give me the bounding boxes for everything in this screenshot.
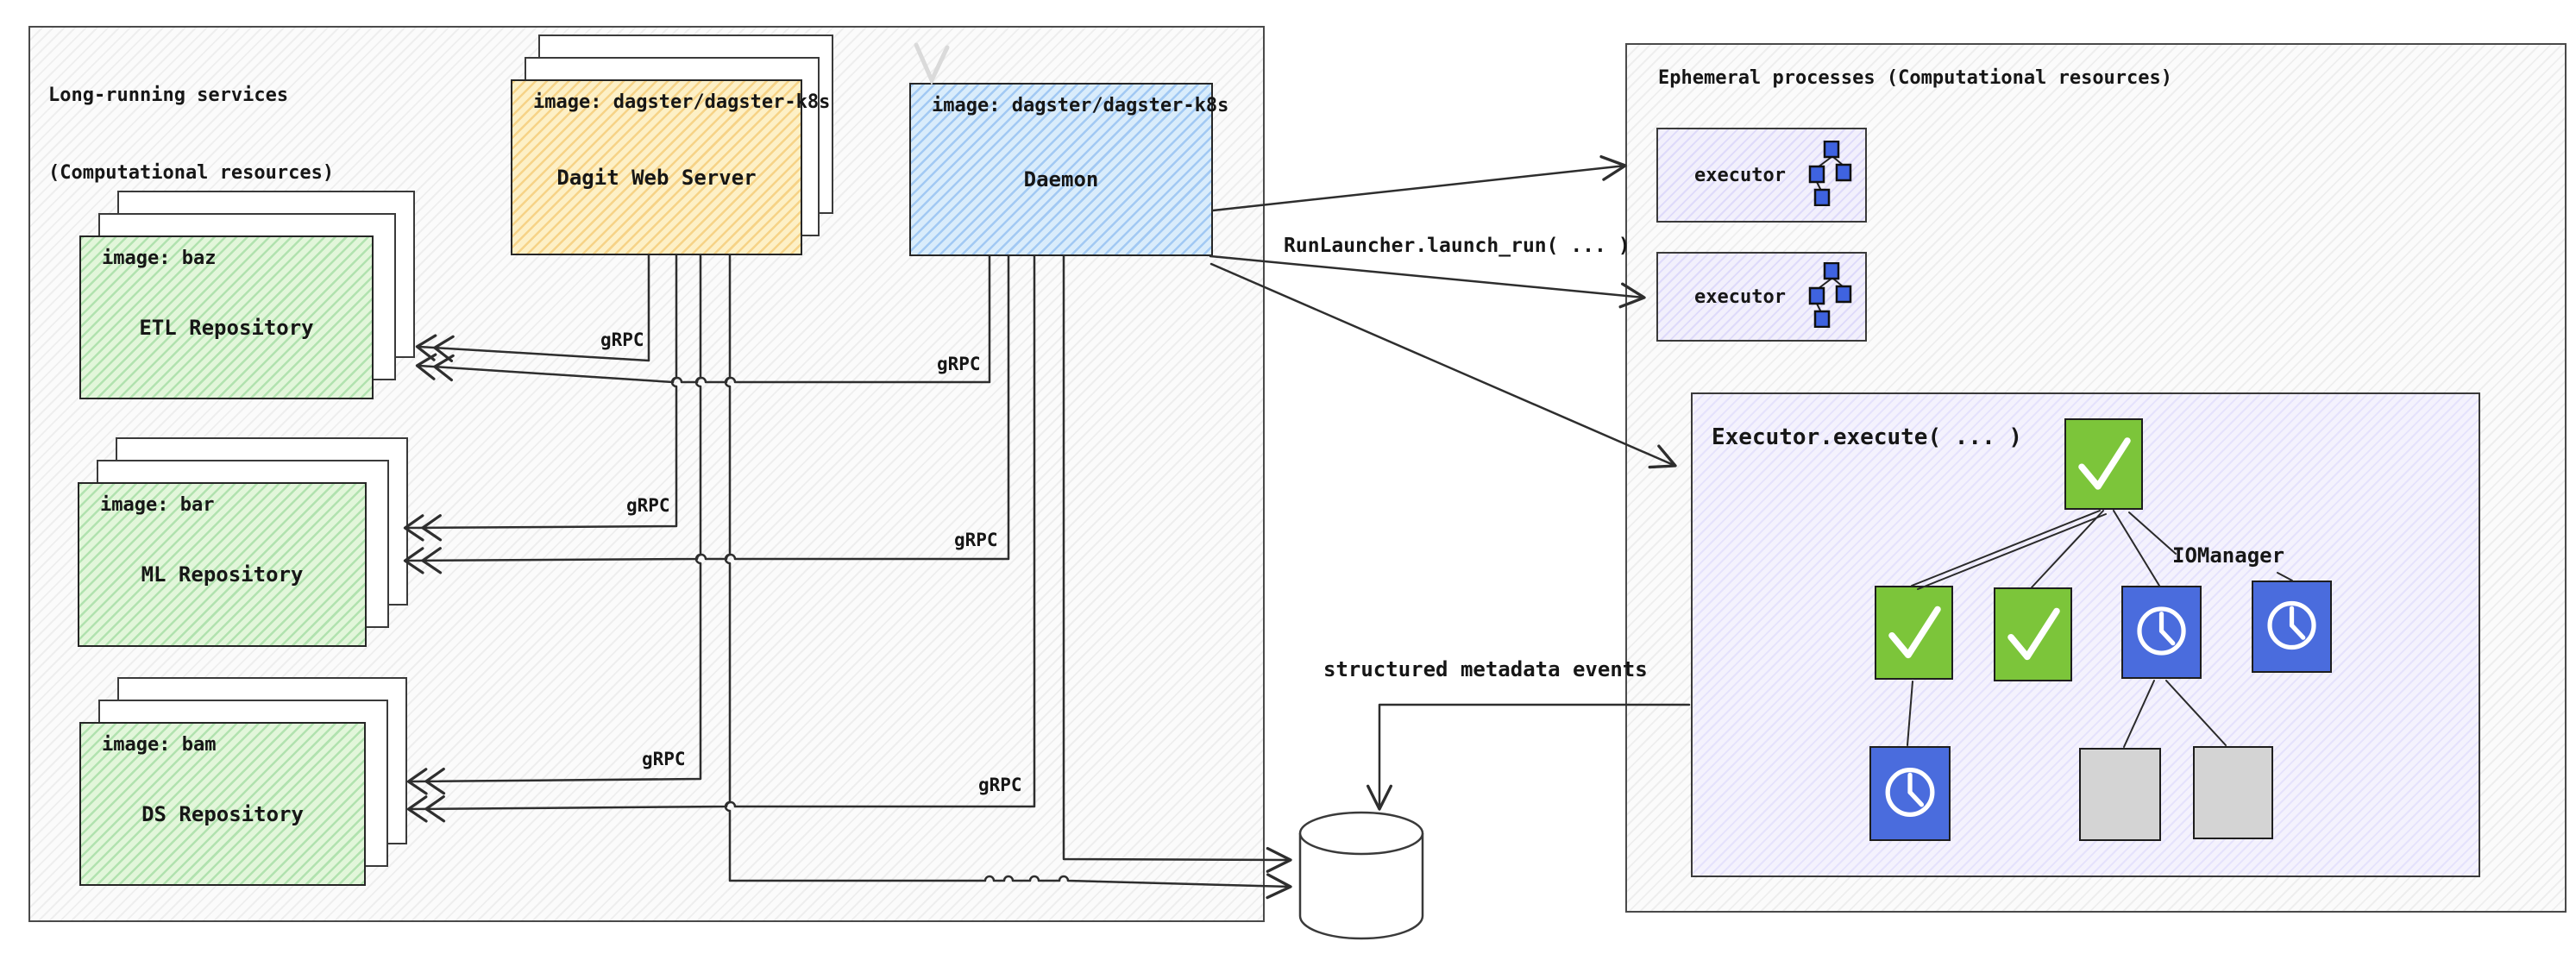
daemon-name: Daemon — [1023, 167, 1099, 191]
database-cylinder — [1298, 811, 1424, 940]
op-graph-icon — [1808, 261, 1855, 331]
grpc-label-ds-daemon: gRPC — [978, 775, 1022, 795]
step-success-3 — [1994, 587, 2072, 681]
grpc-label-ds-dagit: gRPC — [642, 749, 686, 769]
iomanager-label: IOManager — [2172, 543, 2285, 568]
executor-2-label: executor — [1694, 286, 1786, 308]
arrow-runlauncher-execute-box — [1209, 262, 1677, 469]
grpc-label-etl-daemon: gRPC — [937, 354, 981, 374]
arrow-runlauncher-executor1 — [1211, 154, 1627, 212]
clock-icon — [1872, 747, 1949, 841]
executor-box-2: executor — [1656, 252, 1867, 342]
ds-repository-name: DS Repository — [141, 801, 304, 826]
daemon-box: image: dagster/dagster-k8s Daemon — [909, 83, 1229, 256]
step-unstarted-2 — [2193, 746, 2273, 839]
run-launcher-label: RunLauncher.launch_run( ... ) — [1284, 235, 1630, 257]
grpc-label-ml-dagit: gRPC — [626, 495, 670, 516]
arrow-runlauncher-executor2 — [1209, 254, 1646, 309]
check-icon — [1877, 587, 1951, 680]
check-icon — [1996, 588, 2070, 681]
step-pending-1 — [2121, 586, 2202, 679]
grpc-label-ml-daemon: gRPC — [954, 530, 998, 550]
right-panel-title: Ephemeral processes (Computational resou… — [1658, 67, 2173, 89]
grpc-label-etl-dagit: gRPC — [600, 330, 644, 350]
ds-repository-box: image: bam DS Repository — [79, 722, 366, 886]
etl-repository-box: image: baz ETL Repository — [79, 235, 374, 399]
left-panel-title: Long-running services (Computational res… — [48, 31, 334, 212]
ml-repository-name: ML Repository — [141, 562, 304, 587]
executor-1-label: executor — [1694, 164, 1786, 186]
dagit-web-server-box: image: dagster/dagster-k8s Dagit Web Ser… — [511, 79, 831, 255]
step-pending-3 — [1869, 746, 1951, 841]
ml-repository-box: image: bar ML Repository — [78, 482, 367, 647]
op-graph-icon — [1808, 140, 1855, 210]
ml-image-label: image: bar — [100, 494, 215, 516]
check-icon — [2067, 419, 2141, 510]
clock-icon — [2254, 581, 2330, 673]
step-root-success — [2064, 418, 2143, 510]
left-panel-title-line2: (Computational resources) — [48, 162, 335, 184]
executor-box-1: executor — [1656, 128, 1867, 223]
executor-execute-title: Executor.execute( ... ) — [1712, 424, 2023, 450]
dagit-image-label: image: dagster/dagster-k8s — [533, 91, 831, 113]
left-panel-title-line1: Long-running services — [48, 85, 289, 106]
metadata-events-label: structured metadata events — [1323, 657, 1648, 681]
clock-icon — [2124, 587, 2200, 679]
daemon-image-label: image: dagster/dagster-k8s — [932, 95, 1229, 116]
step-unstarted-1 — [2079, 748, 2161, 841]
step-success-2 — [1875, 586, 1953, 680]
ds-image-label: image: bam — [102, 734, 217, 756]
dagit-name: Dagit Web Server — [556, 165, 757, 190]
database-label: Database — [1321, 876, 1404, 898]
step-pending-2 — [2252, 581, 2332, 673]
etl-image-label: image: baz — [102, 248, 217, 269]
etl-repository-name: ETL Repository — [139, 315, 314, 340]
